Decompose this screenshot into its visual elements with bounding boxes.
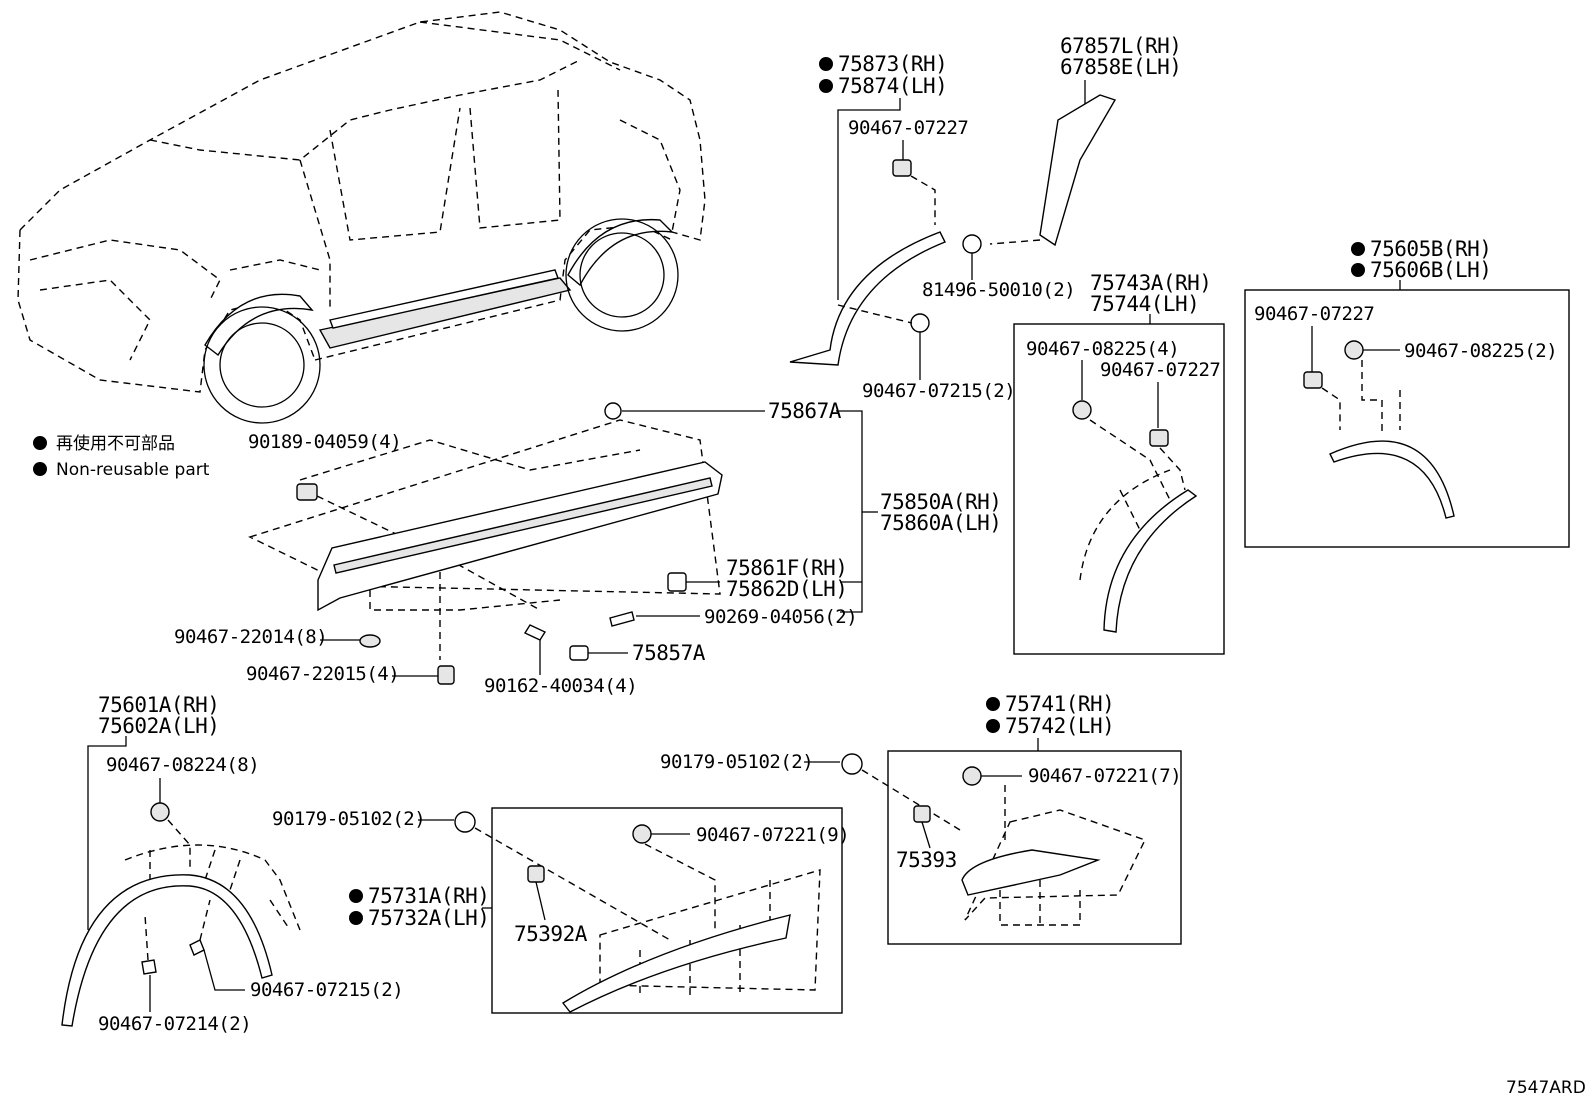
non-reusable-icon — [986, 697, 1000, 711]
part-label-90467-22014: 90467-22014(8) — [174, 626, 327, 648]
group-75731: 90179-05102(2) 90467-07221(9) 75392A 757… — [272, 807, 850, 1014]
part-label-75743A: 75743A(RH) — [1090, 271, 1211, 295]
non-reusable-icon — [1351, 242, 1365, 256]
part-label-75850A: 75850A(RH) — [880, 490, 1001, 514]
part-label-90467-22015: 90467-22015(4) — [246, 663, 399, 685]
part-label-90189-04059: 90189-04059(4) — [248, 431, 401, 453]
group-75743: 75743A(RH) 75744(LH) 90467-08225(4) 9046… — [1013, 271, 1225, 655]
part-label-75392A: 75392A — [514, 922, 588, 946]
group-75741: 75741(RH) 75742(LH) 90179-05102(2) 90467… — [660, 692, 1182, 945]
part-label-90162-40034: 90162-40034(4) — [484, 675, 637, 697]
part-label-75742: 75742(LH) — [1005, 714, 1114, 738]
part-label-75732A: 75732A(LH) — [368, 906, 489, 930]
legend-bullet-icon — [33, 436, 47, 450]
legend: 再使用不可部品 Non-reusable part — [33, 433, 210, 480]
non-reusable-icon — [1351, 263, 1365, 277]
part-label-75857A: 75857A — [632, 641, 706, 665]
part-label-75861F: 75861F(RH) — [726, 556, 847, 580]
non-reusable-icon — [986, 719, 1000, 733]
part-label-75862D: 75862D(LH) — [726, 577, 847, 601]
part-label-75606B: 75606B(LH) — [1370, 258, 1491, 282]
part-label-75860A: 75860A(LH) — [880, 511, 1001, 535]
part-label-90467-08225-b: 90467-08225(2) — [1404, 340, 1557, 362]
part-label-75874: 75874(LH) — [838, 74, 947, 98]
part-label-75741: 75741(RH) — [1005, 692, 1114, 716]
part-label-67858: 67858E(LH) — [1060, 55, 1181, 79]
legend-item-japanese: 再使用不可部品 — [56, 433, 175, 454]
part-label-75605B: 75605B(RH) — [1370, 237, 1491, 261]
part-label-81496-50010: 81496-50010(2) — [922, 279, 1075, 301]
part-label-75601A: 75601A(RH) — [98, 693, 219, 717]
part-label-90467-08224: 90467-08224(8) — [106, 754, 259, 776]
part-label-90467-07214: 90467-07214(2) — [98, 1013, 251, 1035]
part-label-90467-07221-b: 90467-07221(9) — [696, 824, 849, 846]
group-67857: 67857L(RH) 67858E(LH) 81496-50010(2) — [922, 34, 1182, 301]
non-reusable-icon — [349, 889, 363, 903]
legend-item-english: Non-reusable part — [56, 460, 210, 480]
non-reusable-icon — [819, 57, 833, 71]
part-label-90467-07227-b: 90467-07227 — [1254, 303, 1374, 325]
part-label-75744: 75744(LH) — [1090, 292, 1199, 316]
vehicle-outline — [17, 11, 706, 424]
part-label-75731A: 75731A(RH) — [368, 884, 489, 908]
part-label-75602A: 75602A(LH) — [98, 714, 219, 738]
part-label-90467-07227-c: 90467-07227 — [1100, 359, 1220, 381]
part-label-67857: 67857L(RH) — [1060, 34, 1181, 58]
diagram-code: 7547ARD — [1506, 1078, 1586, 1098]
part-label-75867A: 75867A — [768, 399, 842, 423]
part-label-90467-08225-a: 90467-08225(4) — [1026, 338, 1179, 360]
non-reusable-icon — [349, 911, 363, 925]
legend-bullet-icon — [33, 462, 47, 476]
part-label-75873: 75873(RH) — [838, 52, 947, 76]
part-label-90467-07227-a: 90467-07227 — [848, 117, 968, 139]
group-75605: 75605B(RH) 75606B(LH) 90467-07227 90467-… — [1244, 237, 1570, 548]
part-label-90179-05102-a: 90179-05102(2) — [660, 751, 813, 773]
part-label-90179-05102-b: 90179-05102(2) — [272, 808, 425, 830]
group-75873: 75873(RH) 75874(LH) 90467-07227 90467-07… — [789, 52, 1016, 402]
part-label-75393: 75393 — [896, 848, 957, 872]
non-reusable-icon — [819, 79, 833, 93]
part-label-90269-04056: 90269-04056(2) — [704, 606, 857, 628]
group-75850: 75867A 75850A(RH) 75860A(LH) 90189-04059… — [174, 399, 1002, 697]
part-label-90467-07215-b: 90467-07215(2) — [250, 979, 403, 1001]
part-label-90467-07215-a: 90467-07215(2) — [862, 380, 1015, 402]
group-75601: 75601A(RH) 75602A(LH) 90467-08224(8) 904… — [61, 693, 404, 1035]
part-label-90467-07221-a: 90467-07221(7) — [1028, 765, 1181, 787]
